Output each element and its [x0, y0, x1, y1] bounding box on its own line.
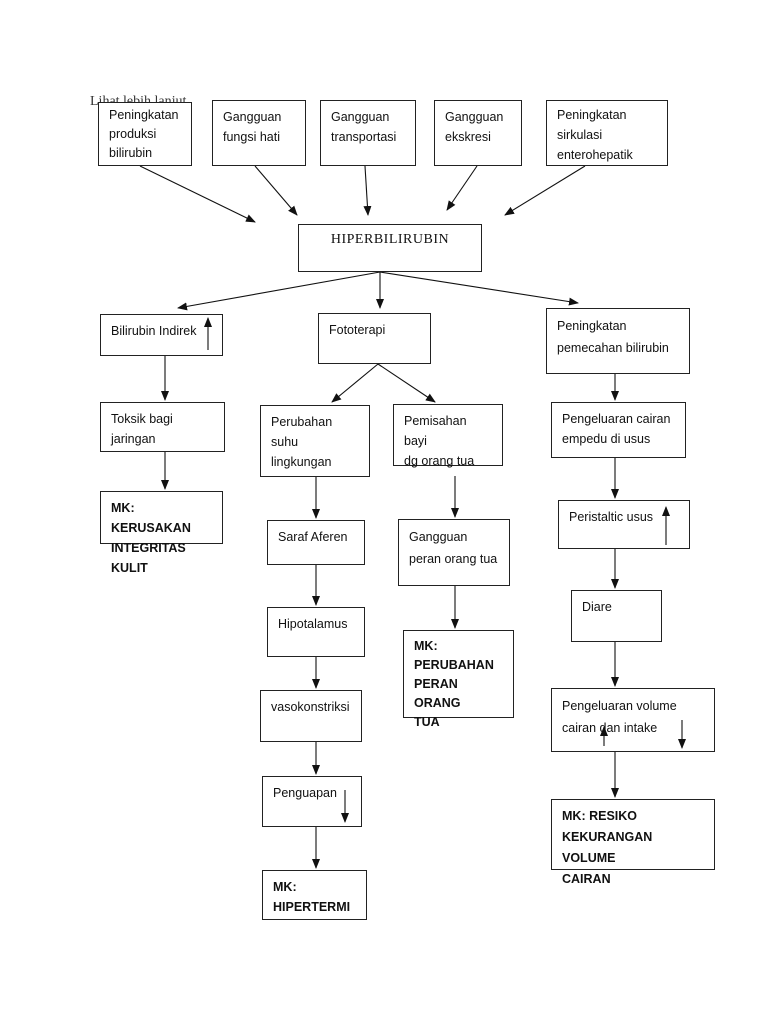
cause-box-ekskresi: Gangguan ekskresi — [434, 100, 522, 166]
node-gangguan-peran: Gangguan peran orang tua — [398, 519, 510, 586]
connector-arrow — [331, 363, 379, 403]
cause-box-transportasi: Gangguan transportasi — [320, 100, 416, 166]
node-mk-kerusakan-kulit: MK: KERUSAKAN INTEGRITAS KULIT — [100, 491, 223, 575]
connector-arrow — [139, 165, 256, 223]
cause-box-produksi: Peningkatan produksi bilirubin — [98, 102, 192, 166]
node-saraf-aferen: Saraf Aferen — [267, 520, 365, 565]
node-toksik: Toksik bagi jaringan — [100, 402, 225, 452]
connector-arrow — [377, 363, 436, 403]
connector-arrow — [379, 271, 579, 306]
connector-arrow — [363, 165, 372, 216]
node-hipotalamus: Hipotalamus — [267, 607, 365, 657]
node-mk-perubahan-peran: MK: PERUBAHAN PERAN ORANG TUA — [403, 630, 514, 729]
node-diare: Diare — [571, 590, 662, 642]
node-mk-resiko-cairan: MK: RESIKO KEKURANGAN VOLUME CAIRAN — [551, 799, 715, 886]
connector-arrow — [504, 165, 586, 216]
node-perubahan-suhu: Perubahan suhu lingkungan — [260, 405, 370, 477]
cause-box-fungsi-hati: Gangguan fungsi hati — [212, 100, 306, 166]
connector-arrow — [446, 165, 478, 211]
node-vasokonstriksi: vasokonstriksi — [260, 690, 362, 742]
node-bilirubin-indirek: Bilirubin Indirek — [100, 314, 223, 356]
node-pemisahan: Pemisahan bayi dg orang tua — [393, 404, 503, 468]
node-fototerapi: Fototerapi — [318, 313, 431, 364]
node-empedu: Pengeluaran cairan empedu di usus — [551, 402, 686, 458]
connector-arrow — [254, 165, 298, 216]
center-node-hiperbilirubin: HIPERBILIRUBIN — [298, 224, 482, 272]
cause-box-sirkulasi: Peningkatan sirkulasi enterohepatik — [546, 100, 668, 166]
node-pengeluaran-volume: Pengeluaran volume cairan dan intake — [551, 688, 715, 752]
node-peristaltic: Peristaltic usus — [558, 500, 690, 549]
node-mk-hipertermi: MK: HIPERTERMI — [262, 870, 367, 920]
node-pemecahan-bilirubin: Peningkatan pemecahan bilirubin — [546, 308, 690, 374]
connector-arrow — [177, 271, 381, 311]
